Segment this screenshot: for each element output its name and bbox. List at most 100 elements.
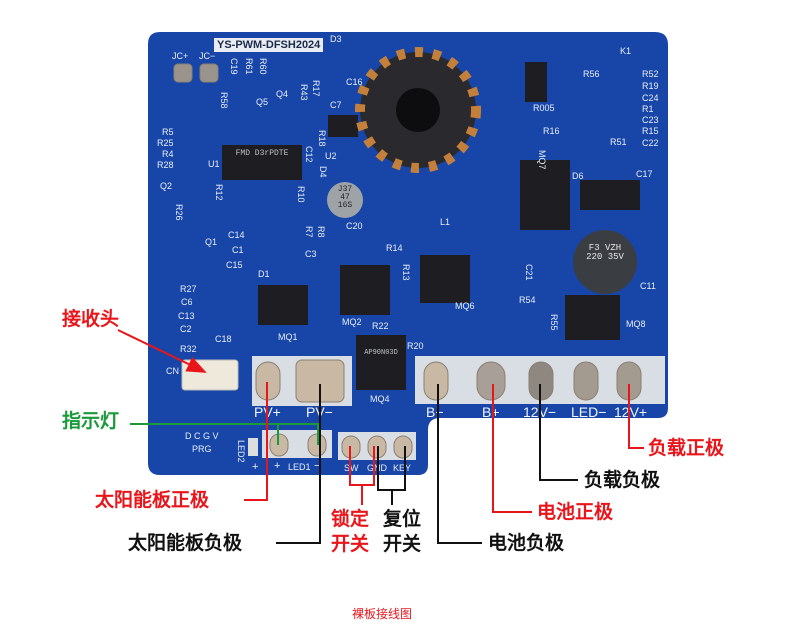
component-label: K1 — [620, 46, 632, 56]
component-label: MQ2 — [342, 317, 362, 327]
component-label: R12 — [214, 184, 224, 201]
component-label: C6 — [181, 297, 193, 307]
component-label: R27 — [180, 284, 197, 294]
reset-switch-annotation-2: 开关 — [383, 533, 422, 555]
battery-neg-annotation: 电池负极 — [488, 532, 565, 554]
component-label: C18 — [215, 334, 232, 344]
component-label: C12 — [304, 146, 314, 163]
jc-minus-label: JC− — [199, 51, 216, 61]
led1-minus-label: − — [314, 460, 321, 472]
component-label: CN — [166, 366, 179, 376]
component-label: R005 — [533, 103, 555, 113]
component-label: MQ7 — [537, 150, 547, 170]
component-label: C14 — [228, 230, 245, 240]
solar-neg-leader — [276, 384, 321, 544]
lock-switch-annotation-1: 锁定 — [331, 508, 370, 530]
component-label: C1 — [232, 245, 244, 255]
reset-leader — [377, 446, 406, 491]
component-label: R14 — [386, 243, 403, 253]
component-label: R51 — [610, 137, 627, 147]
component-label: R26 — [174, 204, 184, 221]
component-label: R28 — [157, 160, 174, 170]
lock-switch-annotation-2: 开关 — [331, 533, 370, 555]
component-label: D1 — [258, 269, 270, 279]
component-label: C22 — [642, 138, 659, 148]
component-label: C17 — [636, 169, 653, 179]
led2-label: LED2 — [236, 440, 246, 463]
capacitor-c11 — [573, 230, 637, 294]
receiver-arrow — [117, 329, 207, 373]
mosfet-mq6 — [420, 255, 470, 303]
led-minus-label: LED− — [571, 404, 607, 420]
component-label: R17 — [311, 80, 321, 97]
c11-capacitor-marking: F3 VZH 220 35V — [586, 243, 624, 262]
component-label: R61 — [244, 58, 254, 75]
capacitor-c20 — [327, 182, 363, 218]
led2-plus-label: + — [252, 461, 259, 473]
12v-plus-label: 12V+ — [614, 404, 648, 420]
component-label: C2 — [180, 324, 192, 334]
component-label: R32 — [180, 344, 197, 354]
chip-b — [580, 180, 640, 210]
component-label: Q2 — [160, 181, 173, 191]
component-label: R1 — [642, 104, 654, 114]
component-label: R16 — [543, 126, 560, 136]
component-label: C13 — [178, 311, 195, 321]
prg-label: PRG — [192, 444, 212, 454]
prg-header-label: D C G V — [185, 431, 219, 441]
c20-capacitor-marking: J37 47 16S — [337, 185, 353, 210]
battery-neg-leader — [437, 384, 482, 544]
component-label: MQ6 — [455, 301, 475, 311]
component-label: C16 — [346, 77, 363, 87]
u1-chip-marking: FMD D3rPDTE — [235, 149, 289, 158]
pad-b-plus — [476, 361, 506, 401]
battery-pos-leader — [492, 384, 532, 513]
component-label: R55 — [549, 314, 559, 331]
figure-caption: 裸板接线图 — [352, 607, 413, 621]
component-label: C7 — [330, 100, 342, 110]
chip-u2 — [328, 115, 358, 137]
jc-plus-label: JC+ — [172, 51, 189, 61]
component-label: D3 — [330, 34, 342, 44]
component-label: R25 — [157, 138, 174, 148]
component-label: C11 — [640, 281, 656, 291]
pad-jc-minus — [199, 63, 219, 83]
resistor-r005 — [525, 62, 547, 102]
load-pos-annotation: 负载正极 — [648, 437, 725, 459]
component-label: D4 — [318, 166, 328, 178]
reset-switch-annotation-1: 复位 — [383, 508, 422, 530]
led1-label: LED1 — [288, 462, 311, 472]
component-label: R56 — [583, 69, 600, 79]
component-label: R54 — [519, 295, 536, 305]
component-label: R4 — [162, 149, 174, 159]
pad-jc-plus — [173, 63, 193, 83]
component-label: U1 — [208, 159, 220, 169]
component-label: C3 — [305, 249, 317, 259]
mosfet-mq4 — [356, 335, 406, 390]
component-label: R10 — [296, 186, 306, 203]
solar-neg-annotation: 太阳能板负极 — [128, 532, 243, 554]
component-label: R5 — [162, 127, 174, 137]
solar-pos-leader — [244, 382, 268, 501]
component-label: R22 — [372, 321, 389, 331]
mq4-chip-marking: AP90N03D — [364, 349, 398, 357]
board-model-label: YS-PWM-DFSH2024 — [214, 38, 324, 52]
component-label: C23 — [642, 115, 659, 125]
indicator-leader — [130, 423, 319, 445]
component-label: R8 — [316, 226, 326, 238]
key-label: KEY — [393, 463, 412, 473]
lock-leader — [349, 446, 375, 486]
component-label: R43 — [299, 84, 309, 101]
mosfet-mq7 — [520, 160, 570, 230]
component-label: Q4 — [276, 89, 289, 99]
chip-u1 — [222, 145, 302, 180]
load-pos-leader — [628, 384, 644, 449]
component-label: R13 — [401, 264, 411, 281]
mosfet-mq8 — [565, 295, 620, 340]
solar-pos-annotation: 太阳能板正极 — [95, 489, 210, 511]
component-label: MQ4 — [370, 394, 390, 404]
component-label: C15 — [226, 260, 243, 270]
sw-label: SW — [344, 463, 359, 473]
b-minus-label: B− — [426, 404, 444, 420]
component-label: U2 — [325, 151, 337, 161]
